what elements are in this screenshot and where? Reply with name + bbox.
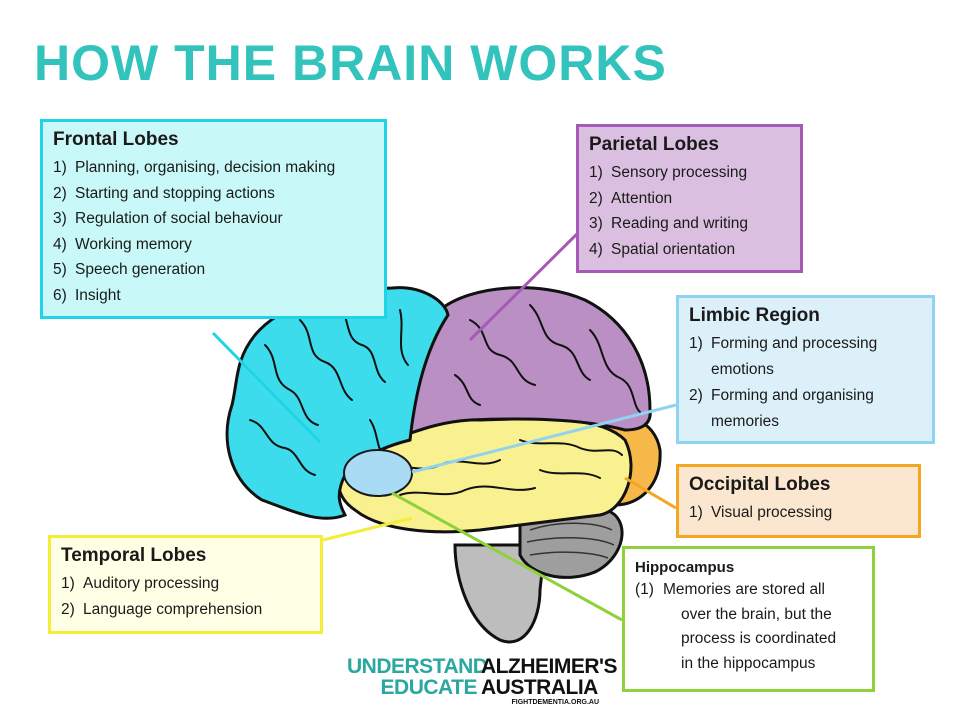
occipital-list: 1)Visual processing [689, 500, 908, 526]
temporal-heading: Temporal Lobes [61, 545, 207, 566]
hippocampus-line-4: in the hippocampus [681, 654, 816, 672]
list-item: 1)Planning, organising, decision making [53, 159, 336, 176]
list-item: 2)Starting and stopping actions [53, 184, 275, 202]
list-item: 5)Speech generation [53, 261, 206, 278]
list-item: 4)Working memory [53, 235, 192, 253]
list-item: 2)Forming and organising memories [689, 387, 874, 430]
frontal-lobe [225, 286, 450, 520]
temporal-leader [322, 516, 413, 542]
frontal-heading: Frontal Lobes [53, 129, 179, 150]
limbic-region-box: Limbic Region 1)Forming and processing e… [676, 295, 935, 444]
brain-stem [453, 543, 547, 644]
limbic-region [343, 449, 413, 497]
parietal-list: 1)Sensory processing 2)Attention 3)Readi… [589, 160, 790, 262]
logo-word-alzheimers: ALZHEIMER'S [481, 655, 618, 678]
logo-url: FIGHTDEMENTIA.ORG.AU [511, 699, 600, 706]
occipital-lobes-box: Occipital Lobes 1)Visual processing [676, 464, 921, 538]
list-item: 4)Spatial orientation [589, 240, 736, 258]
logo-word-australia: AUSTRALIA [481, 676, 598, 699]
hippocampus-line-3: process is coordinated [681, 630, 837, 647]
list-item: 3)Regulation of social behaviour [53, 210, 283, 227]
list-item: 2)Language comprehension [61, 600, 263, 618]
occipital-heading: Occipital Lobes [689, 474, 831, 495]
list-item: 1)Visual processing [689, 504, 833, 521]
hippocampus-box: Hippocampus (1)Memories are stored all o… [622, 546, 875, 692]
list-item: (1)Memories are stored all [635, 581, 825, 598]
list-item: 6)Insight [53, 286, 121, 304]
limbic-leader [411, 403, 677, 474]
page-title: HOW THE BRAIN WORKS [34, 35, 667, 91]
limbic-list: 1)Forming and processing emotions 2)Form… [689, 331, 922, 435]
list-item: 1)Sensory processing [589, 164, 748, 181]
hippocampus-line-2: over the brain, but the [681, 605, 832, 623]
parietal-leader [468, 226, 585, 342]
parietal-lobes-box: Parietal Lobes 1)Sensory processing 2)At… [576, 124, 803, 273]
frontal-list: 1)Planning, organising, decision making … [53, 155, 374, 308]
list-item: 3)Reading and writing [589, 215, 749, 232]
logo-word-understand: UNDERSTAND [347, 655, 488, 678]
limbic-heading: Limbic Region [689, 305, 820, 326]
frontal-lobes-box: Frontal Lobes 1)Planning, organising, de… [40, 119, 387, 319]
parietal-heading: Parietal Lobes [589, 134, 719, 155]
hippocampus-list: (1)Memories are stored all [635, 578, 862, 603]
list-item: 1)Auditory processing [61, 575, 220, 592]
logo-word-educate: EDUCATE [380, 676, 478, 699]
temporal-lobes-box: Temporal Lobes 1)Auditory processing 2)L… [48, 535, 323, 634]
temporal-list: 1)Auditory processing 2)Language compreh… [61, 571, 310, 622]
list-item: 1)Forming and processing emotions [689, 335, 878, 378]
hippocampus-heading: Hippocampus [635, 559, 735, 576]
list-item: 2)Attention [589, 189, 673, 207]
frontal-leader [211, 331, 322, 444]
occipital-leader [624, 476, 677, 510]
hippocampus-leader [391, 491, 623, 622]
